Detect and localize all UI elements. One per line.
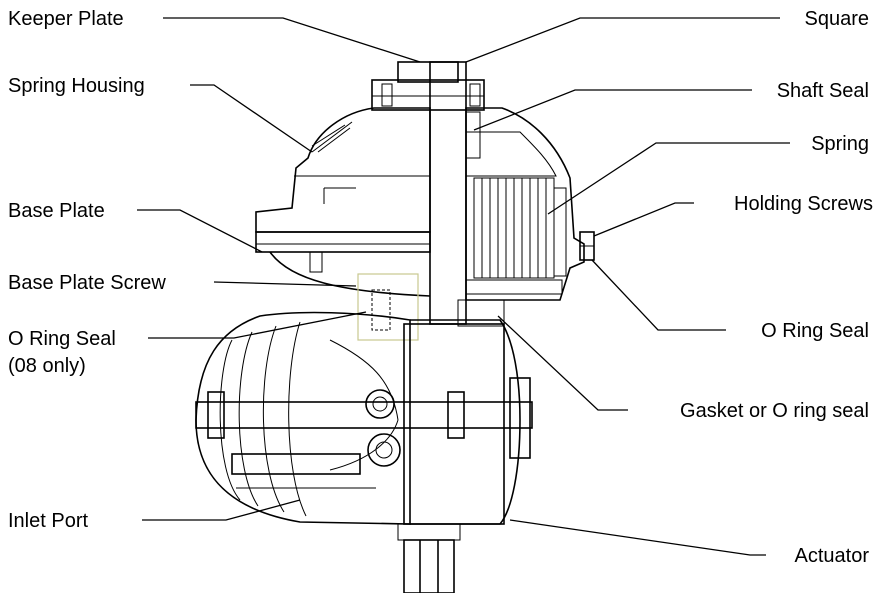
leader-lines [137, 17, 790, 556]
leader-base-plate [137, 209, 263, 253]
spring-housing [255, 107, 431, 233]
label-square: Square [805, 8, 870, 30]
keeper-plate [371, 61, 485, 111]
label-spring-housing: Spring Housing [8, 75, 145, 97]
leader-o-ring-seal-right [591, 259, 726, 331]
label-base-plate: Base Plate [8, 200, 105, 222]
spring-coils [473, 177, 567, 279]
label-keeper-plate: Keeper Plate [8, 8, 124, 30]
leader-keeper-plate [163, 17, 421, 63]
highlight-box [357, 273, 419, 341]
base-plate [255, 231, 431, 297]
actuator-drawing [195, 61, 595, 593]
leader-gasket [497, 315, 628, 411]
label-base-plate-screw: Base Plate Screw [8, 272, 166, 294]
leader-o-ring-seal-left [148, 311, 367, 339]
leader-square [465, 17, 780, 63]
label-o-ring-seal-note: (08 only) [8, 355, 86, 377]
leader-inlet-port [142, 499, 301, 521]
label-inlet-port: Inlet Port [8, 510, 88, 532]
leader-base-plate-screw [213, 281, 357, 287]
label-gasket: Gasket or O ring seal [680, 400, 869, 422]
label-holding-screws: Holding Screws [734, 193, 873, 215]
label-spring: Spring [811, 133, 869, 155]
labels: Keeper Plate Spring Housing Base Plate B… [8, 8, 873, 567]
label-o-ring-seal-right: O Ring Seal [761, 320, 869, 342]
label-actuator: Actuator [795, 545, 870, 567]
actuator-body [195, 311, 533, 525]
leader-holding-screws [593, 202, 694, 237]
bottom-stem [397, 523, 461, 593]
label-shaft-seal: Shaft Seal [777, 80, 869, 102]
leader-shaft-seal [473, 89, 752, 131]
leader-actuator [509, 519, 766, 556]
leader-spring [547, 142, 790, 215]
label-o-ring-seal-left: O Ring Seal [8, 328, 116, 350]
leader-spring-housing [190, 84, 313, 153]
spring-housing-section [465, 107, 595, 301]
shaft [429, 61, 505, 327]
